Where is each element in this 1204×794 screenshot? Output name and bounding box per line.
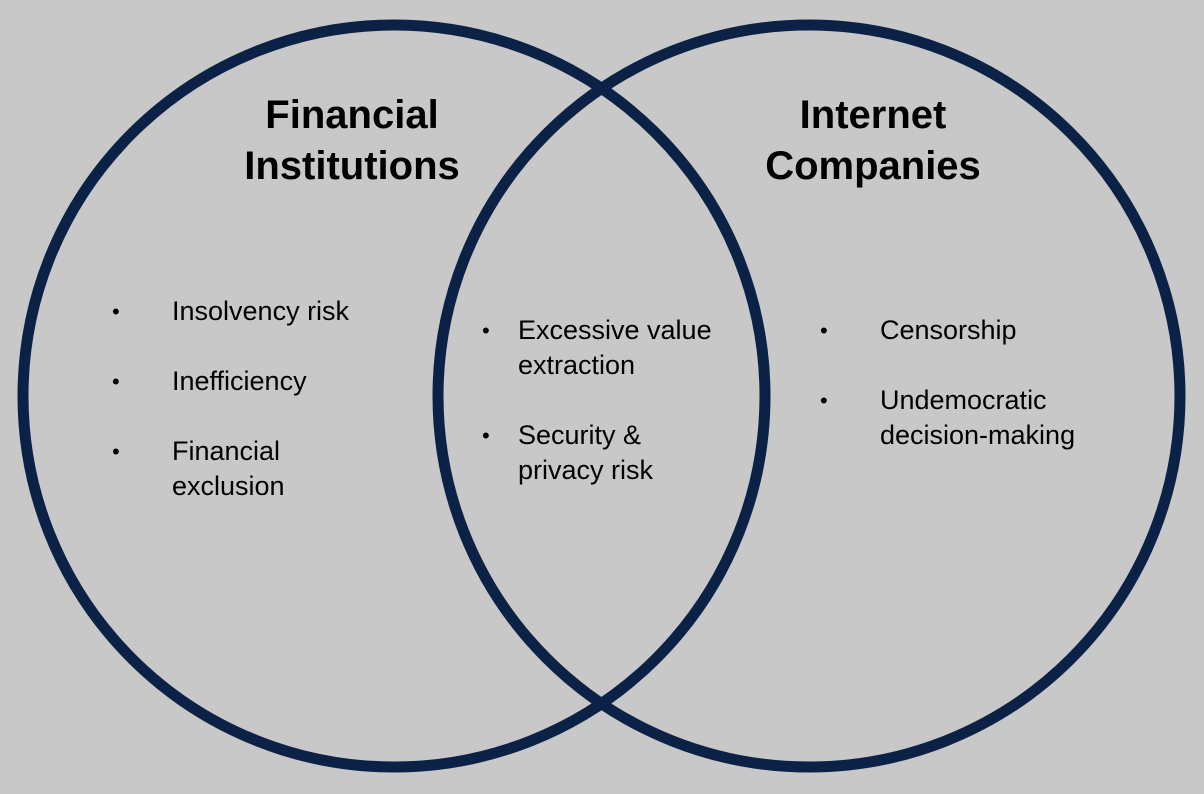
list-item: • Excessive value extraction: [482, 313, 752, 383]
right-set-title-line2: Companies: [765, 144, 981, 188]
list-item-text: exclusion: [172, 471, 285, 501]
list-item: • Undemocratic decision-making: [820, 383, 1140, 453]
intersection-list: • Excessive value extraction • Security …: [482, 313, 752, 523]
list-item-text: extraction: [518, 350, 636, 380]
bullet-icon: •: [820, 388, 828, 413]
list-item-text: Undemocratic: [880, 385, 1047, 415]
left-set-title-line1: Financial: [265, 93, 439, 137]
list-item-text: decision-making: [880, 420, 1076, 450]
list-item: • Security & privacy risk: [482, 418, 752, 488]
left-set-title-line2: Institutions: [244, 144, 460, 188]
bullet-icon: •: [112, 299, 120, 324]
list-item-text: Financial: [172, 436, 281, 466]
left-set-list: • Insolvency risk • Inefficiency • Finan…: [112, 294, 412, 539]
list-item: • Inefficiency: [112, 364, 412, 399]
list-item: • Censorship: [820, 313, 1140, 348]
bullet-icon: •: [112, 439, 120, 464]
bullet-icon: •: [820, 318, 828, 343]
left-circle: [17, 19, 771, 773]
right-circle: [432, 19, 1186, 773]
left-set-title: Financial Institutions: [230, 90, 474, 192]
right-set-list: • Censorship • Undemocratic decision-mak…: [820, 313, 1140, 488]
list-item-text: Inefficiency: [172, 366, 307, 396]
list-item-text: Insolvency risk: [172, 296, 350, 326]
right-set-title-line1: Internet: [799, 93, 947, 137]
list-item-text: Security &: [518, 420, 642, 450]
list-item-text: privacy risk: [518, 455, 654, 485]
right-set-title: Internet Companies: [755, 90, 991, 192]
list-item: • Insolvency risk: [112, 294, 412, 329]
list-item-text: Censorship: [880, 315, 1017, 345]
list-item-text: Excessive value: [518, 315, 712, 345]
bullet-icon: •: [482, 423, 490, 448]
bullet-icon: •: [482, 318, 490, 343]
list-item: • Financial exclusion: [112, 434, 412, 504]
bullet-icon: •: [112, 369, 120, 394]
